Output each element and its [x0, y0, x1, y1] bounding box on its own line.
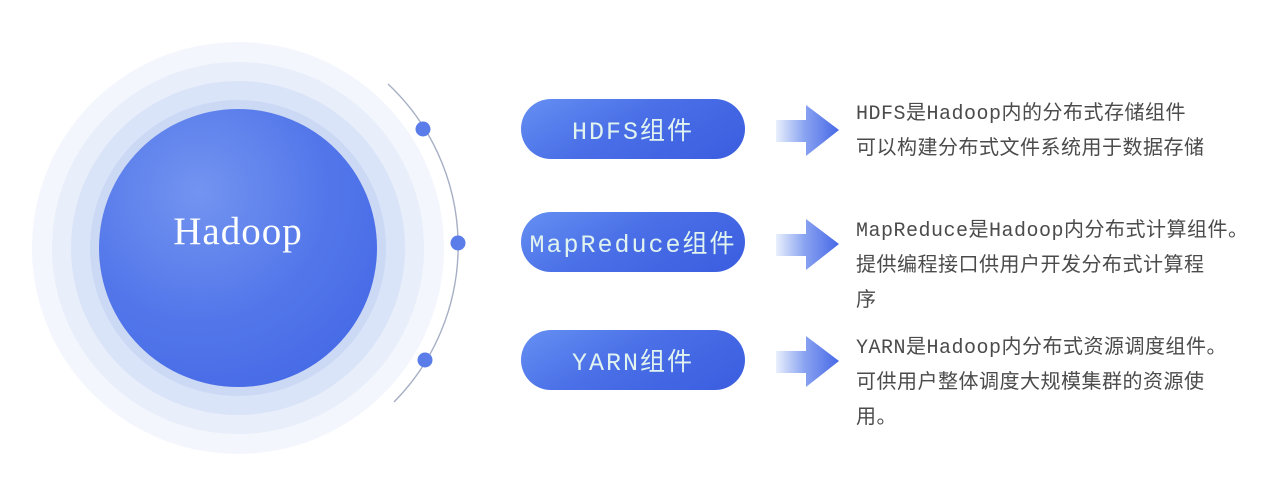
- pill-yarn: YARN组件: [521, 330, 745, 390]
- description-line: 可以构建分布式文件系统用于数据存储: [856, 138, 1205, 161]
- pill-mapreduce-label: MapReduce组件: [529, 231, 737, 260]
- orbit-dot-2: [450, 235, 466, 251]
- description-hdfs: HDFS是Hadoop内的分布式存储组件 可以构建分布式文件系统用于数据存储: [856, 97, 1266, 167]
- arrow-right-icon: [776, 336, 839, 387]
- description-line: YARN是Hadoop内分布式资源调度组件。: [856, 337, 1228, 360]
- description-mapreduce: MapReduce是Hadoop内分布式计算组件。 提供编程接口供用户开发分布式…: [856, 214, 1266, 319]
- description-line: 用。: [856, 407, 897, 430]
- description-line: HDFS是Hadoop内的分布式存储组件: [856, 103, 1187, 126]
- pill-mapreduce: MapReduce组件: [521, 212, 745, 272]
- pill-hdfs-label: HDFS组件: [571, 118, 694, 147]
- orbit-dot-1: [415, 121, 431, 137]
- hub-circle: Hadoop: [99, 109, 377, 387]
- arrow-right-icon: [776, 105, 839, 156]
- pill-hdfs: HDFS组件: [521, 99, 745, 159]
- arrow-right-icon: [776, 219, 839, 270]
- pill-yarn-label: YARN组件: [571, 349, 694, 378]
- description-line: 序: [856, 290, 877, 313]
- hub-label: Hadoop: [173, 209, 303, 253]
- orbit-dot-3: [417, 352, 433, 368]
- description-line: 可供用户整体调度大规模集群的资源使: [856, 372, 1205, 395]
- description-line: MapReduce是Hadoop内分布式计算组件。: [856, 220, 1249, 243]
- description-yarn: YARN是Hadoop内分布式资源调度组件。 可供用户整体调度大规模集群的资源使…: [856, 331, 1266, 436]
- description-line: 提供编程接口供用户开发分布式计算程: [856, 255, 1205, 278]
